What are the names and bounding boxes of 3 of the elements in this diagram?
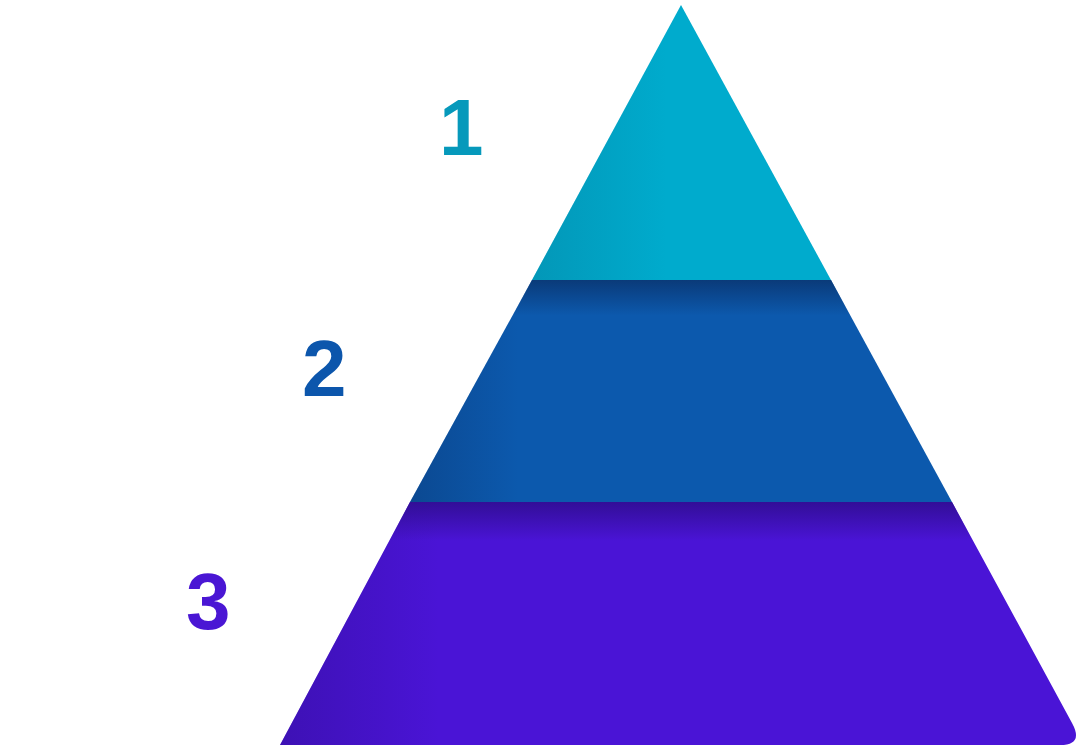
tier-number: 3 xyxy=(186,562,231,642)
tier-number: 1 xyxy=(439,88,484,168)
tier-number: 2 xyxy=(302,329,347,409)
